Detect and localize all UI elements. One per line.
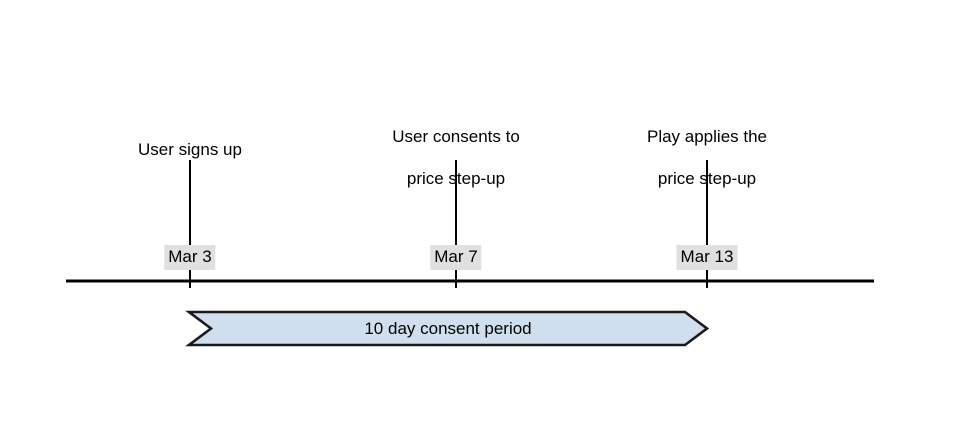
event-label-signup-line1: User signs up (138, 140, 242, 159)
event-label-apply: Play applies the price step-up (592, 105, 822, 210)
event-label-consent-line2: price step-up (406, 169, 506, 188)
date-badge-signup: Mar 3 (164, 245, 216, 270)
event-label-apply-line2: price step-up (657, 169, 757, 188)
event-label-signup: User signs up (80, 118, 300, 181)
date-badge-consent: Mar 7 (430, 245, 482, 270)
consent-period-arrow-shape (185, 310, 710, 347)
event-label-consent: User consents to price step-up (341, 105, 571, 210)
consent-period-label: 10 day consent period (364, 319, 532, 338)
date-badge-apply: Mar 13 (676, 245, 738, 270)
event-label-apply-line1: Play applies the (646, 127, 768, 146)
event-label-consent-line1: User consents to (392, 127, 520, 146)
